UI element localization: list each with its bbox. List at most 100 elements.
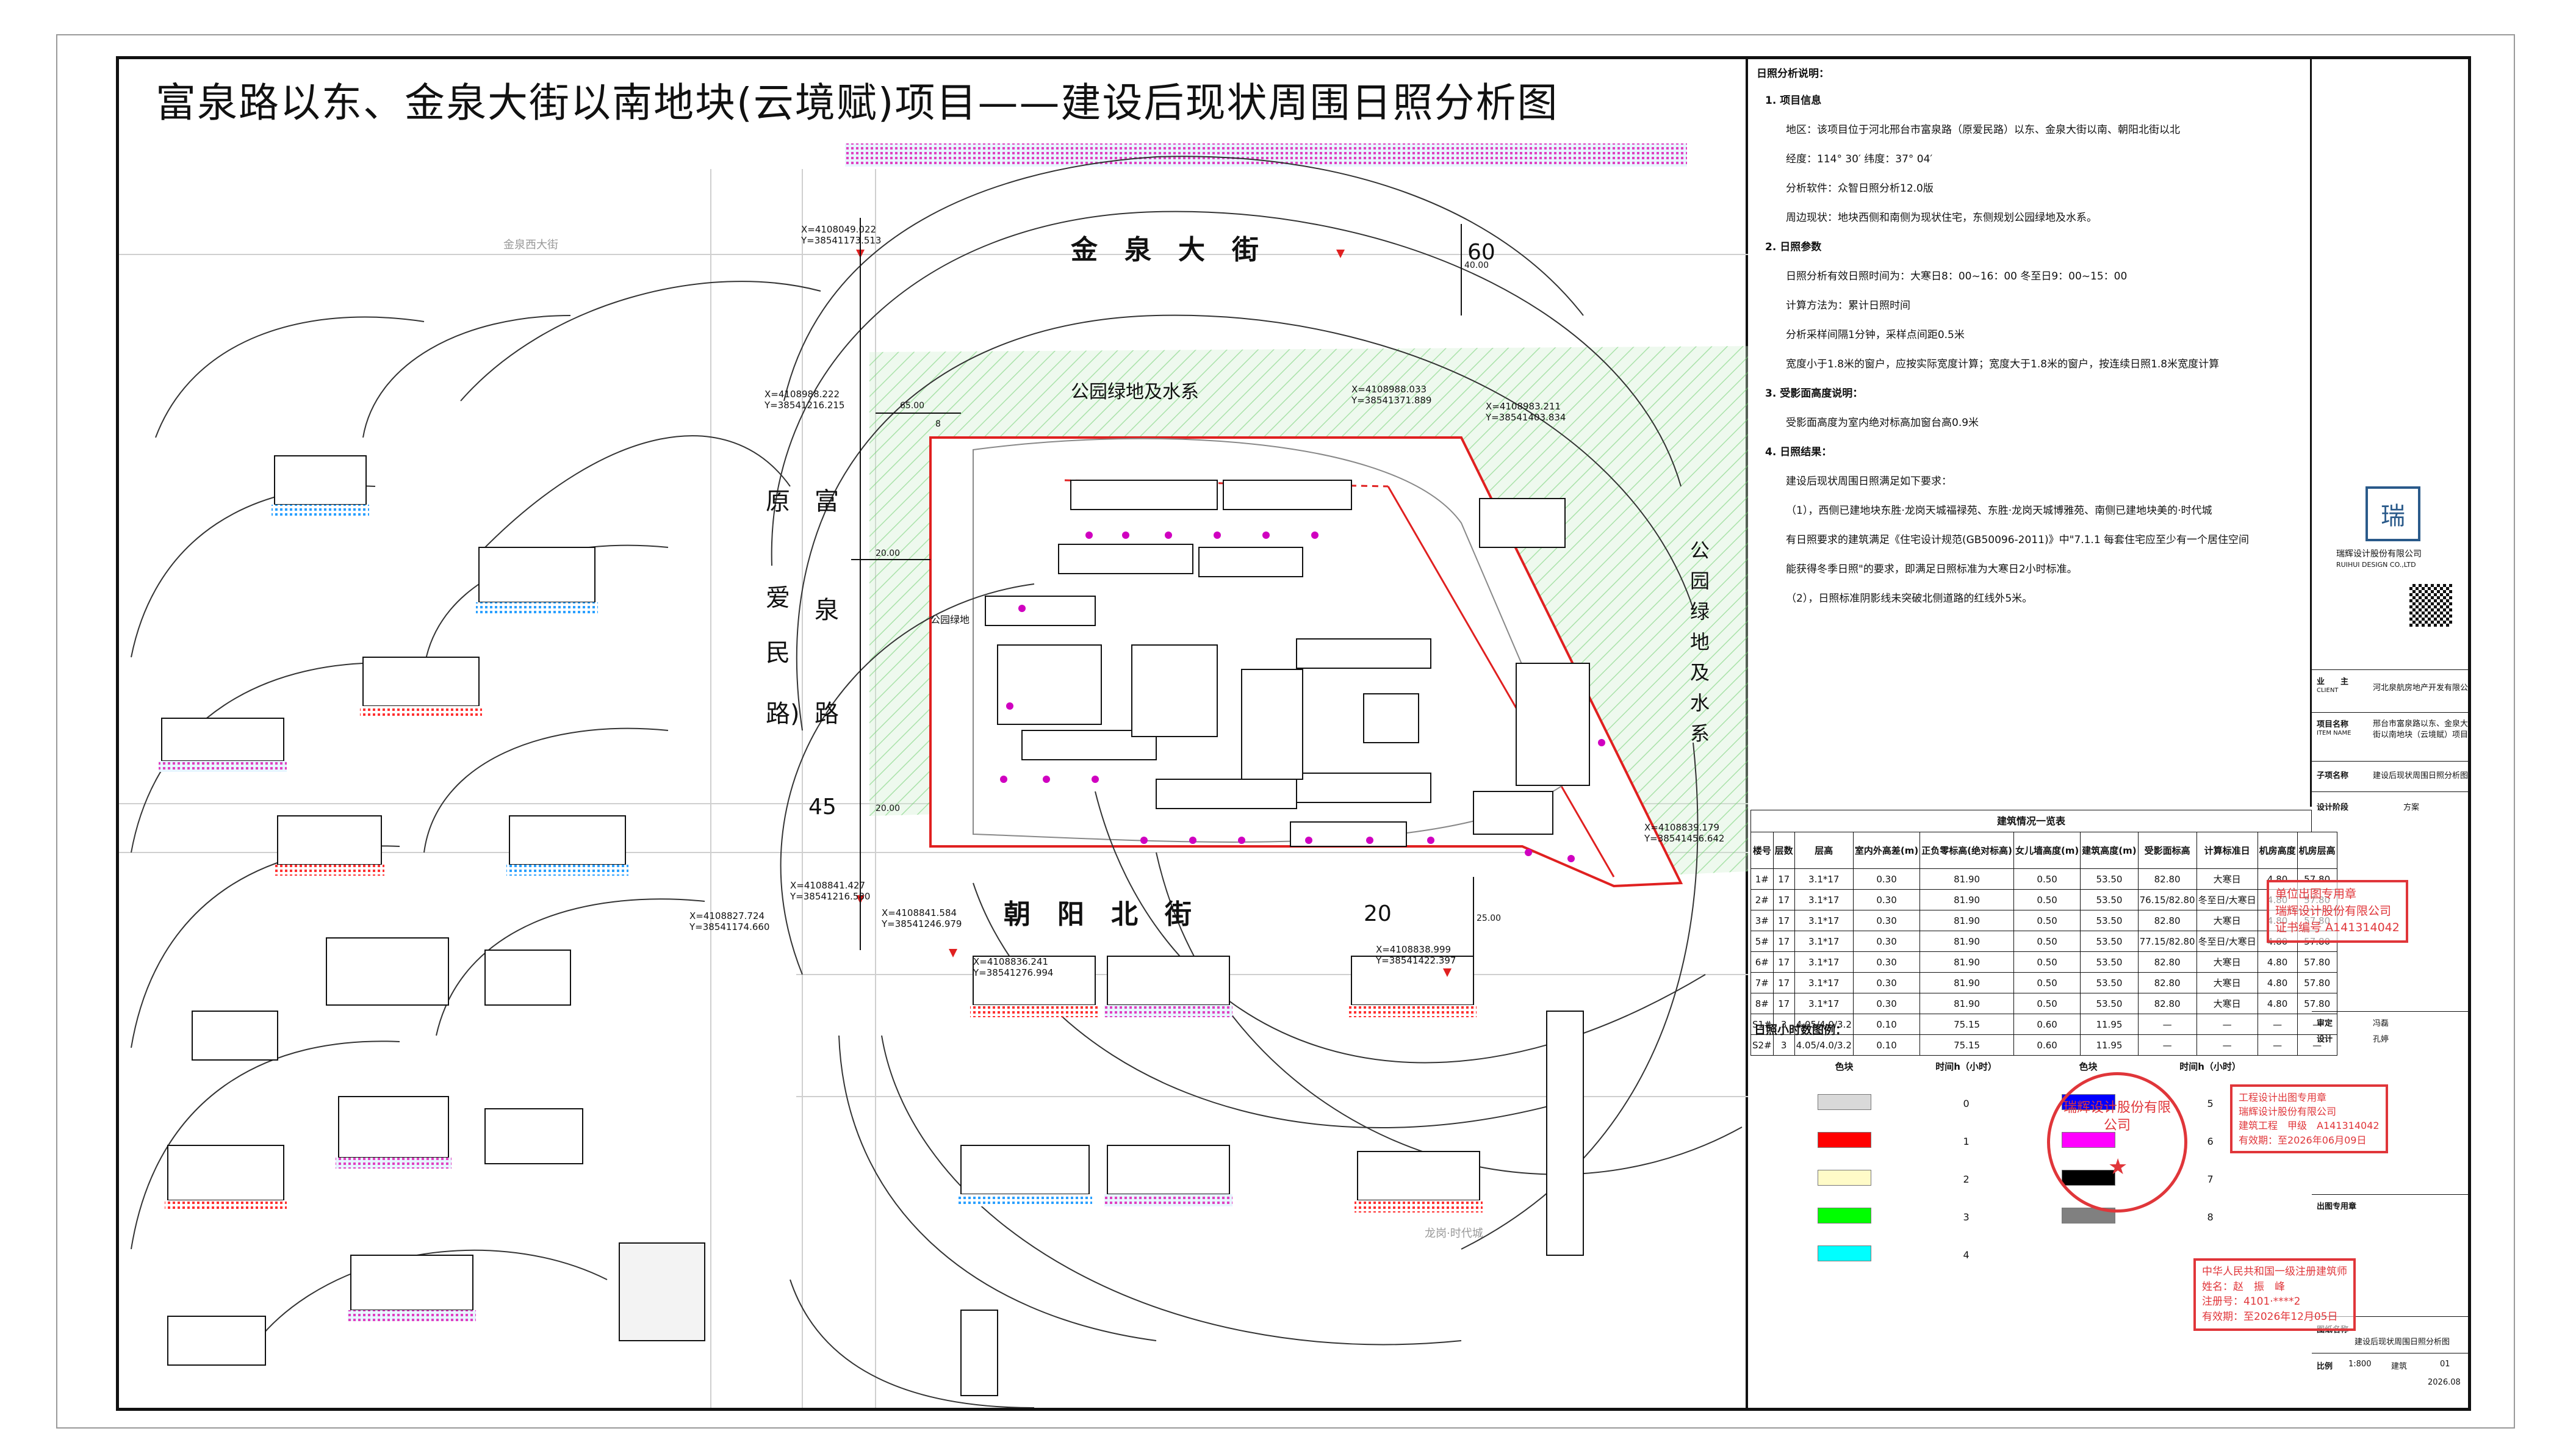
west-road-b: 泉 bbox=[815, 596, 839, 624]
table-cell: 11.95 bbox=[2080, 1014, 2139, 1035]
table-cell: 53.50 bbox=[2080, 931, 2139, 952]
legend-hours: 3 bbox=[1963, 1211, 1970, 1223]
table-cell: 大寒日 bbox=[2196, 951, 2258, 973]
dim-8: 8 bbox=[935, 419, 941, 429]
company-seal: 瑞辉设计股份有限公司 ★ bbox=[2047, 1072, 2187, 1213]
table-cell: 77.15/82.80 bbox=[2137, 931, 2197, 952]
table-cell: 0.30 bbox=[1852, 931, 1921, 952]
legend-hours: 1 bbox=[1963, 1135, 1970, 1147]
table-cell: 82.80 bbox=[2137, 993, 2197, 1014]
notes-s4-c: 有日照要求的建筑满足《住宅设计规范(GB50096-2011)》中"7.1.1 … bbox=[1786, 534, 2250, 546]
table-cell: 大寒日 bbox=[2196, 993, 2258, 1014]
south-road-label: 朝 阳 北 街 bbox=[1004, 899, 1192, 930]
drawing-title: 富泉路以东、金泉大街以南地块(云境赋)项目——建设后现状周围日照分析图 bbox=[156, 79, 1559, 126]
sig-name-1: 冯磊 bbox=[2373, 1019, 2389, 1028]
client-label-en: CLIENT bbox=[2317, 687, 2339, 694]
project-label-en: ITEM NAME bbox=[2317, 730, 2351, 737]
notes-s3-a: 受影面高度为室内绝对标高加窗台高0.9米 bbox=[1786, 417, 1979, 429]
notes-s1-b: 经度：114° 30′ 纬度：37° 04′ bbox=[1786, 153, 1933, 165]
table-cell: 0.30 bbox=[1852, 993, 1921, 1014]
west-road-alt-a: 原 bbox=[766, 488, 790, 516]
client-value: 河北泉航房地产开发有限公司 bbox=[2373, 683, 2471, 693]
table-cell: 82.80 bbox=[2137, 868, 2197, 890]
table-cell: 0.30 bbox=[1852, 972, 1921, 993]
table-cell: 0.10 bbox=[1852, 1034, 1921, 1056]
table-cell: 53.50 bbox=[2080, 868, 2139, 890]
table-cell: 6# bbox=[1750, 951, 1774, 973]
drawing-value: 建设后现状周围日照分析图 bbox=[2355, 1338, 2450, 1347]
notes-s4-a: 建设后现状周围日照满足如下要求： bbox=[1786, 475, 1952, 488]
table-cell: 大寒日 bbox=[2196, 868, 2258, 890]
table-cell: 53.50 bbox=[2080, 972, 2139, 993]
notes-s2-b: 计算方法为：累计日照时间 bbox=[1786, 300, 1910, 312]
th-no: 楼号 bbox=[1750, 832, 1774, 869]
table-cell: 0.30 bbox=[1852, 951, 1921, 973]
table-cell: 53.50 bbox=[2080, 993, 2139, 1014]
table-cell: 81.90 bbox=[1919, 889, 2014, 910]
north-red-line-band bbox=[845, 143, 1687, 167]
legend-caption: 日照小时数图例： bbox=[1754, 1023, 1847, 1037]
legend-head-hours-a: 时间h（小时） bbox=[1935, 1061, 1997, 1072]
notes-s4-e: （2），日照标准阴影线未突破北侧道路的红线外5米。 bbox=[1786, 593, 2033, 605]
table-cell: 大寒日 bbox=[2196, 972, 2258, 993]
table-cell: 82.80 bbox=[2137, 910, 2197, 931]
west-neighbor-buildings bbox=[159, 455, 705, 1366]
table-cell: 57.80 bbox=[2297, 993, 2337, 1014]
table-cell: 17 bbox=[1772, 972, 1795, 993]
north-green-label: 公园绿地及水系 bbox=[1071, 381, 1199, 403]
table-cell: 3# bbox=[1750, 910, 1774, 931]
table-cell: 3.1*17 bbox=[1794, 993, 1854, 1014]
table-cell: 17 bbox=[1772, 931, 1795, 952]
phase-label: 设计阶段 bbox=[2317, 803, 2349, 812]
table-cell: 0.50 bbox=[2013, 951, 2081, 973]
legend-row: 4 bbox=[1787, 1236, 2275, 1274]
th-parapet: 女儿墙高度(m) bbox=[2013, 832, 2081, 869]
table-cell: 76.15/82.80 bbox=[2137, 889, 2197, 910]
table-cell: 75.15 bbox=[1919, 1034, 2014, 1056]
dim-20a: 20.00 bbox=[876, 549, 901, 558]
north-road-label: 金 泉 大 街 bbox=[1071, 234, 1259, 265]
table-cell: 0.50 bbox=[2013, 972, 2081, 993]
sig-label-2: 设计 bbox=[2317, 1035, 2333, 1044]
table-cell: — bbox=[2137, 1034, 2197, 1056]
east-green-d: 地 bbox=[1690, 630, 1710, 654]
spec-value: 建筑 bbox=[2391, 1362, 2408, 1371]
design-stamp: 工程设计出图专用章 瑞辉设计股份有限公司 建筑工程 甲级 A141314042 … bbox=[2230, 1084, 2388, 1153]
th-indoor-outdoor: 室内外高差(m) bbox=[1852, 832, 1921, 869]
table-cell: 81.90 bbox=[1919, 868, 2014, 890]
company-name: 瑞辉设计股份有限公司 bbox=[2336, 549, 2422, 559]
north-road-width: 60 bbox=[1467, 240, 1495, 265]
legend-swatch bbox=[1817, 1132, 1871, 1148]
table-cell: S2# bbox=[1750, 1034, 1774, 1056]
table-cell: — bbox=[2196, 1034, 2258, 1056]
table-cell: 81.90 bbox=[1919, 910, 2014, 931]
qr-code-icon bbox=[2409, 584, 2452, 627]
legend-head-block-b: 色块 bbox=[2079, 1061, 2098, 1072]
site-plan-map: 金 泉 大 街 60 原 富 爱 泉 民 路 路) 45 朝 阳 北 街 20 … bbox=[119, 59, 1748, 1408]
legend-swatch bbox=[1817, 1094, 1871, 1110]
table-cell: 3.1*17 bbox=[1794, 889, 1854, 910]
cert-label: 出图专用章 bbox=[2317, 1202, 2357, 1211]
south-neighbor-buildings bbox=[958, 956, 1584, 1396]
west-road-width: 45 bbox=[808, 795, 836, 820]
table-cell: 3.1*17 bbox=[1794, 951, 1854, 973]
sub-label: 子项名称 bbox=[2317, 771, 2349, 780]
legend-hours: 5 bbox=[2207, 1097, 2214, 1109]
south-road-width: 20 bbox=[1364, 901, 1392, 926]
table-cell: 0.30 bbox=[1852, 868, 1921, 890]
table-cell: 4.05/4.0/3.2 bbox=[1794, 1034, 1854, 1056]
legend-swatch bbox=[1817, 1245, 1871, 1261]
table-cell: 4.80 bbox=[2257, 972, 2298, 993]
phase-value: 方案 bbox=[2403, 803, 2420, 812]
notes-s1-c: 分析软件：众智日照分析12.0版 bbox=[1786, 182, 1934, 195]
legend-hours: 4 bbox=[1963, 1249, 1970, 1261]
